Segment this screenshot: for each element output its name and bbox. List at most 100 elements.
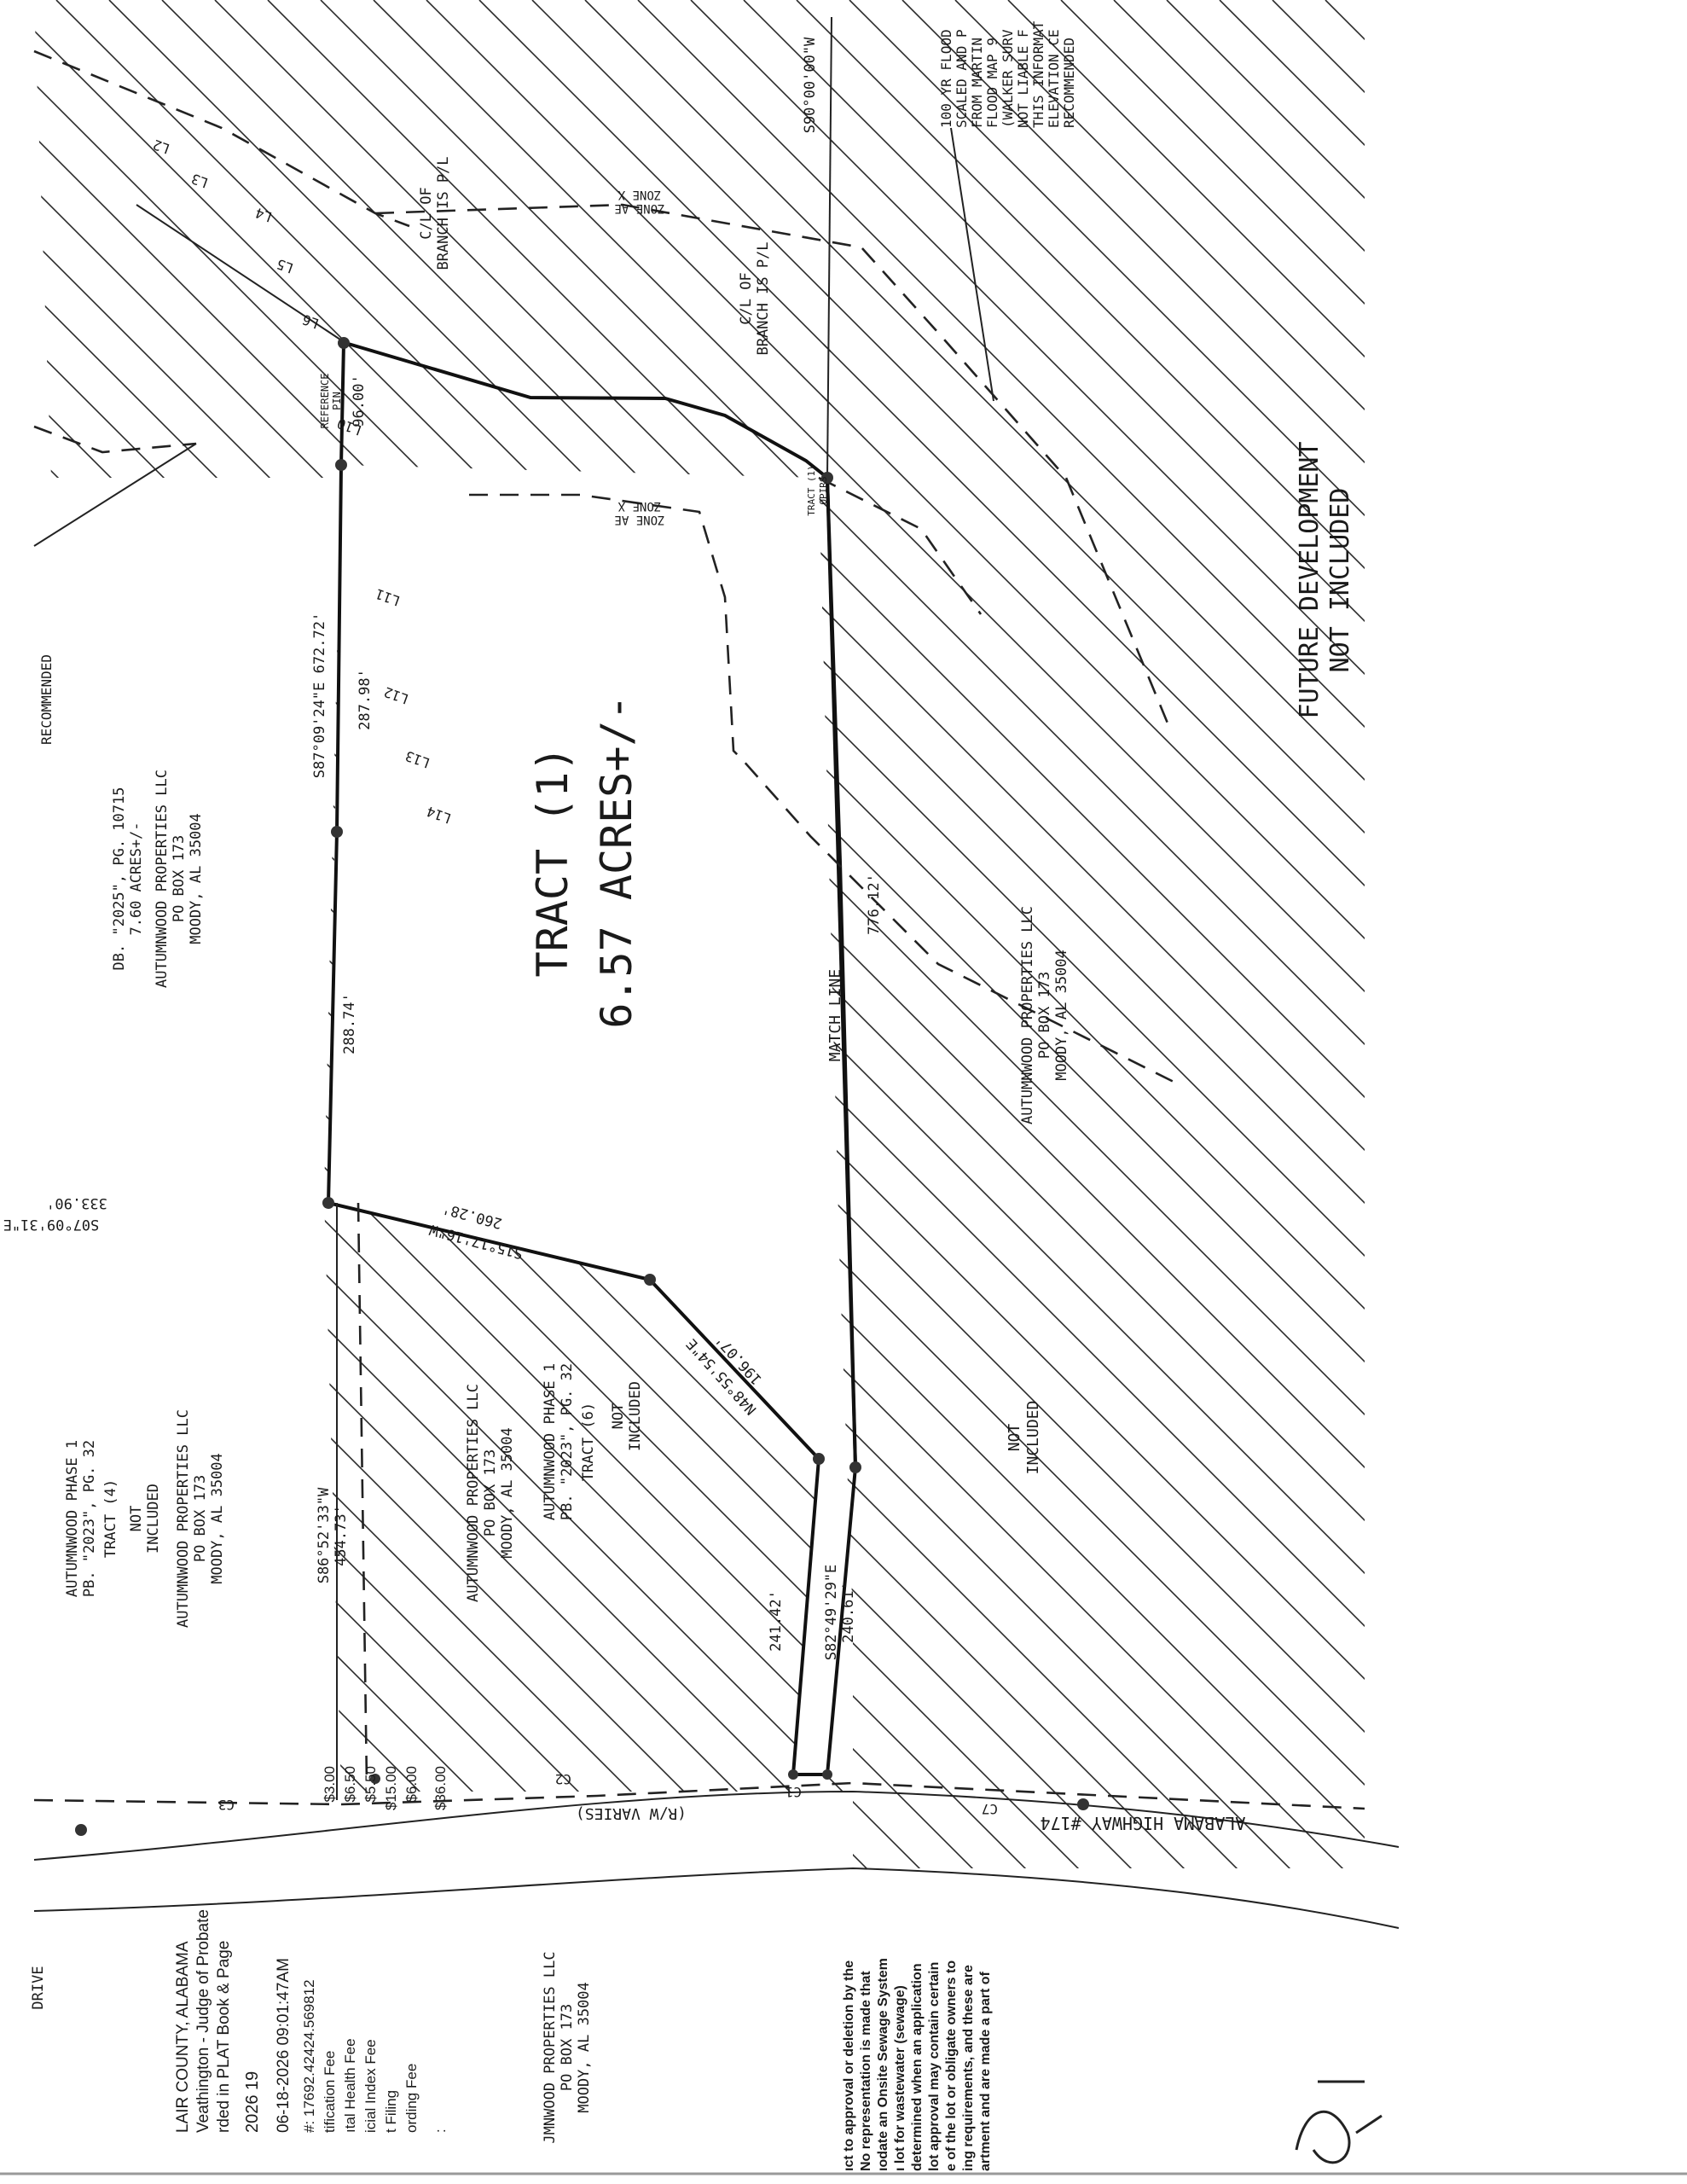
flood-note-line: ELEVATION CE (1046, 29, 1062, 128)
flood-zone-line-3 (469, 493, 1178, 1085)
drive-label: DRIVE (30, 1966, 47, 2009)
hatch-line (34, 0, 318, 1194)
owner-north: DB. "2025", PG. 10715 7.60 ACRES+/- AUTU… (111, 770, 205, 988)
owner-name: AUTUMNWOOD PROPERTIES LLC (465, 1384, 482, 1602)
tract-interior (328, 465, 853, 1774)
bottom-owner-city: MOODY, AL 35004 (576, 1982, 593, 2113)
flood-note-line: FLOOD MAP 9 (984, 38, 1000, 128)
hatch-line (0, 0, 212, 2184)
parcel-db: DB. "2025", PG. 10715 (111, 787, 128, 971)
hatch-line (901, 0, 1365, 1868)
hatch-line (690, 0, 836, 1194)
hatch-line (580, 0, 1365, 1868)
curve-tag-c3: C3 (218, 1797, 235, 1813)
hatch-line (1484, 0, 1687, 2184)
hatch-line (1114, 0, 1687, 2184)
hatch-line (580, 0, 1270, 1868)
rec-recorded: rded in PLAT Book & Page (215, 1941, 233, 2133)
hatch-line (1643, 0, 1687, 2184)
health-note-line: ıct to approval or deletion by the (842, 1960, 856, 2171)
flood-note-line: (WALKER SURV (1000, 29, 1016, 128)
adjoining-line (357, 1202, 368, 1784)
not-label: NOT (610, 1403, 627, 1430)
south-dist1: 241.42' (768, 1590, 785, 1652)
phase-tract: TRACT (4) (102, 1479, 119, 1558)
hatch-line (580, 0, 1323, 1868)
branch-pl: BRANCH IS P/L (755, 241, 772, 355)
hatch-line (1378, 0, 1687, 2184)
flood-note-line: SCALED AND P (954, 29, 970, 128)
hatch-line (1537, 0, 1687, 2184)
bottom-owner-box: PO BOX 173 (559, 2004, 576, 2091)
health-note-line: ı lot for wastewater (sewage) (893, 1985, 907, 2171)
hatch-line (1643, 0, 1687, 2184)
hatch-line (1590, 0, 1687, 2184)
hatch-line (1114, 0, 1687, 2184)
hatch-line (743, 1194, 844, 1792)
rec-judge: Veathington - Judge of Probate (194, 1909, 212, 2133)
fee-label: icial Index Fee (362, 2039, 379, 2133)
included-label: INCLUDED (145, 1484, 162, 1554)
hatch-line (1325, 0, 1365, 1868)
hatch-line (267, 0, 836, 1194)
tract-corner-2: OPIRS (818, 476, 829, 504)
hatch-line (55, 0, 836, 1194)
total-label: : (432, 2129, 449, 2133)
north-seg3: 288.74' (341, 993, 358, 1054)
hatch-line (320, 0, 836, 1194)
flood-note-line: NOT LIABLE F (1015, 29, 1031, 128)
hatch-line (1167, 0, 1687, 2184)
curve-tag-c1: C1 (786, 1784, 802, 1800)
hatch-line (0, 0, 53, 2184)
owner-city: MOODY, AL 35004 (499, 1427, 516, 1559)
owner-box: PO BOX 173 (192, 1475, 209, 1562)
hatch-line (426, 0, 836, 1194)
east-top-line (826, 16, 832, 479)
hatch-line (796, 0, 1365, 1868)
hatch-line (34, 0, 54, 1194)
hatch-line (1431, 0, 1687, 2184)
hatch-line (1061, 0, 1687, 2184)
fee-amount: $6.00 (403, 1766, 420, 1803)
owner-city: MOODY, AL 35004 (188, 813, 205, 944)
hatch-line (796, 1194, 844, 1792)
hatch-line (796, 0, 836, 1194)
hatch-line (108, 0, 836, 1194)
tract-label: TRACT (1) 6.57 ACRES+/- (528, 694, 641, 1028)
hatch-line (580, 0, 1365, 1868)
health-note-line: ing requirements, and these are (961, 1965, 976, 2171)
health-note-line: e of the lot or obligate owners to (944, 1960, 959, 2171)
hatch-line (1219, 0, 1365, 1868)
north-bearing: S87°09'24"E 672.72' (311, 613, 328, 778)
hatch-line (955, 0, 1687, 2184)
fee-label: tification Fee (322, 2051, 338, 2133)
not-label: NOT (1006, 1424, 1023, 1452)
owner-name: AUTUMNWOOD PROPERTIES LLC (175, 1409, 192, 1628)
phase-name: AUTUMNWOOD PHASE 1 (64, 1440, 81, 1597)
hatch-line (955, 0, 1687, 2184)
branch-label-1: C/L OF BRANCH IS P/L (418, 156, 452, 270)
hatch-line (34, 0, 107, 1194)
rec-datetime: 06-18-2026 09:01:47AM (275, 1958, 293, 2133)
hatch-line (1325, 0, 1687, 2184)
phase1-tract4: AUTUMNWOOD PHASE 1 PB. "2023", PG. 32 TR… (64, 1409, 226, 1628)
adj-dist: 333.90' (46, 1194, 107, 1211)
hatch-line (1166, 0, 1365, 1868)
owner-name: AUTUMNWOOD PROPERTIES LLC (154, 770, 171, 988)
tract-boundary (326, 341, 858, 1776)
phase1-tract6: AUTUMNWOOD PROPERTIES LLC PO BOX 173 MOO… (465, 1363, 644, 1602)
hatch-line (584, 0, 1365, 1868)
pin (821, 472, 833, 484)
hatch-line (580, 0, 1365, 1868)
not-included-east: NOT INCLUDED (1006, 1401, 1042, 1475)
hatch-line (1537, 0, 1687, 2184)
flood-note-line: THIS INFORMAT (1030, 20, 1046, 128)
hatch-line (1537, 0, 1687, 2184)
pin (322, 1197, 334, 1209)
